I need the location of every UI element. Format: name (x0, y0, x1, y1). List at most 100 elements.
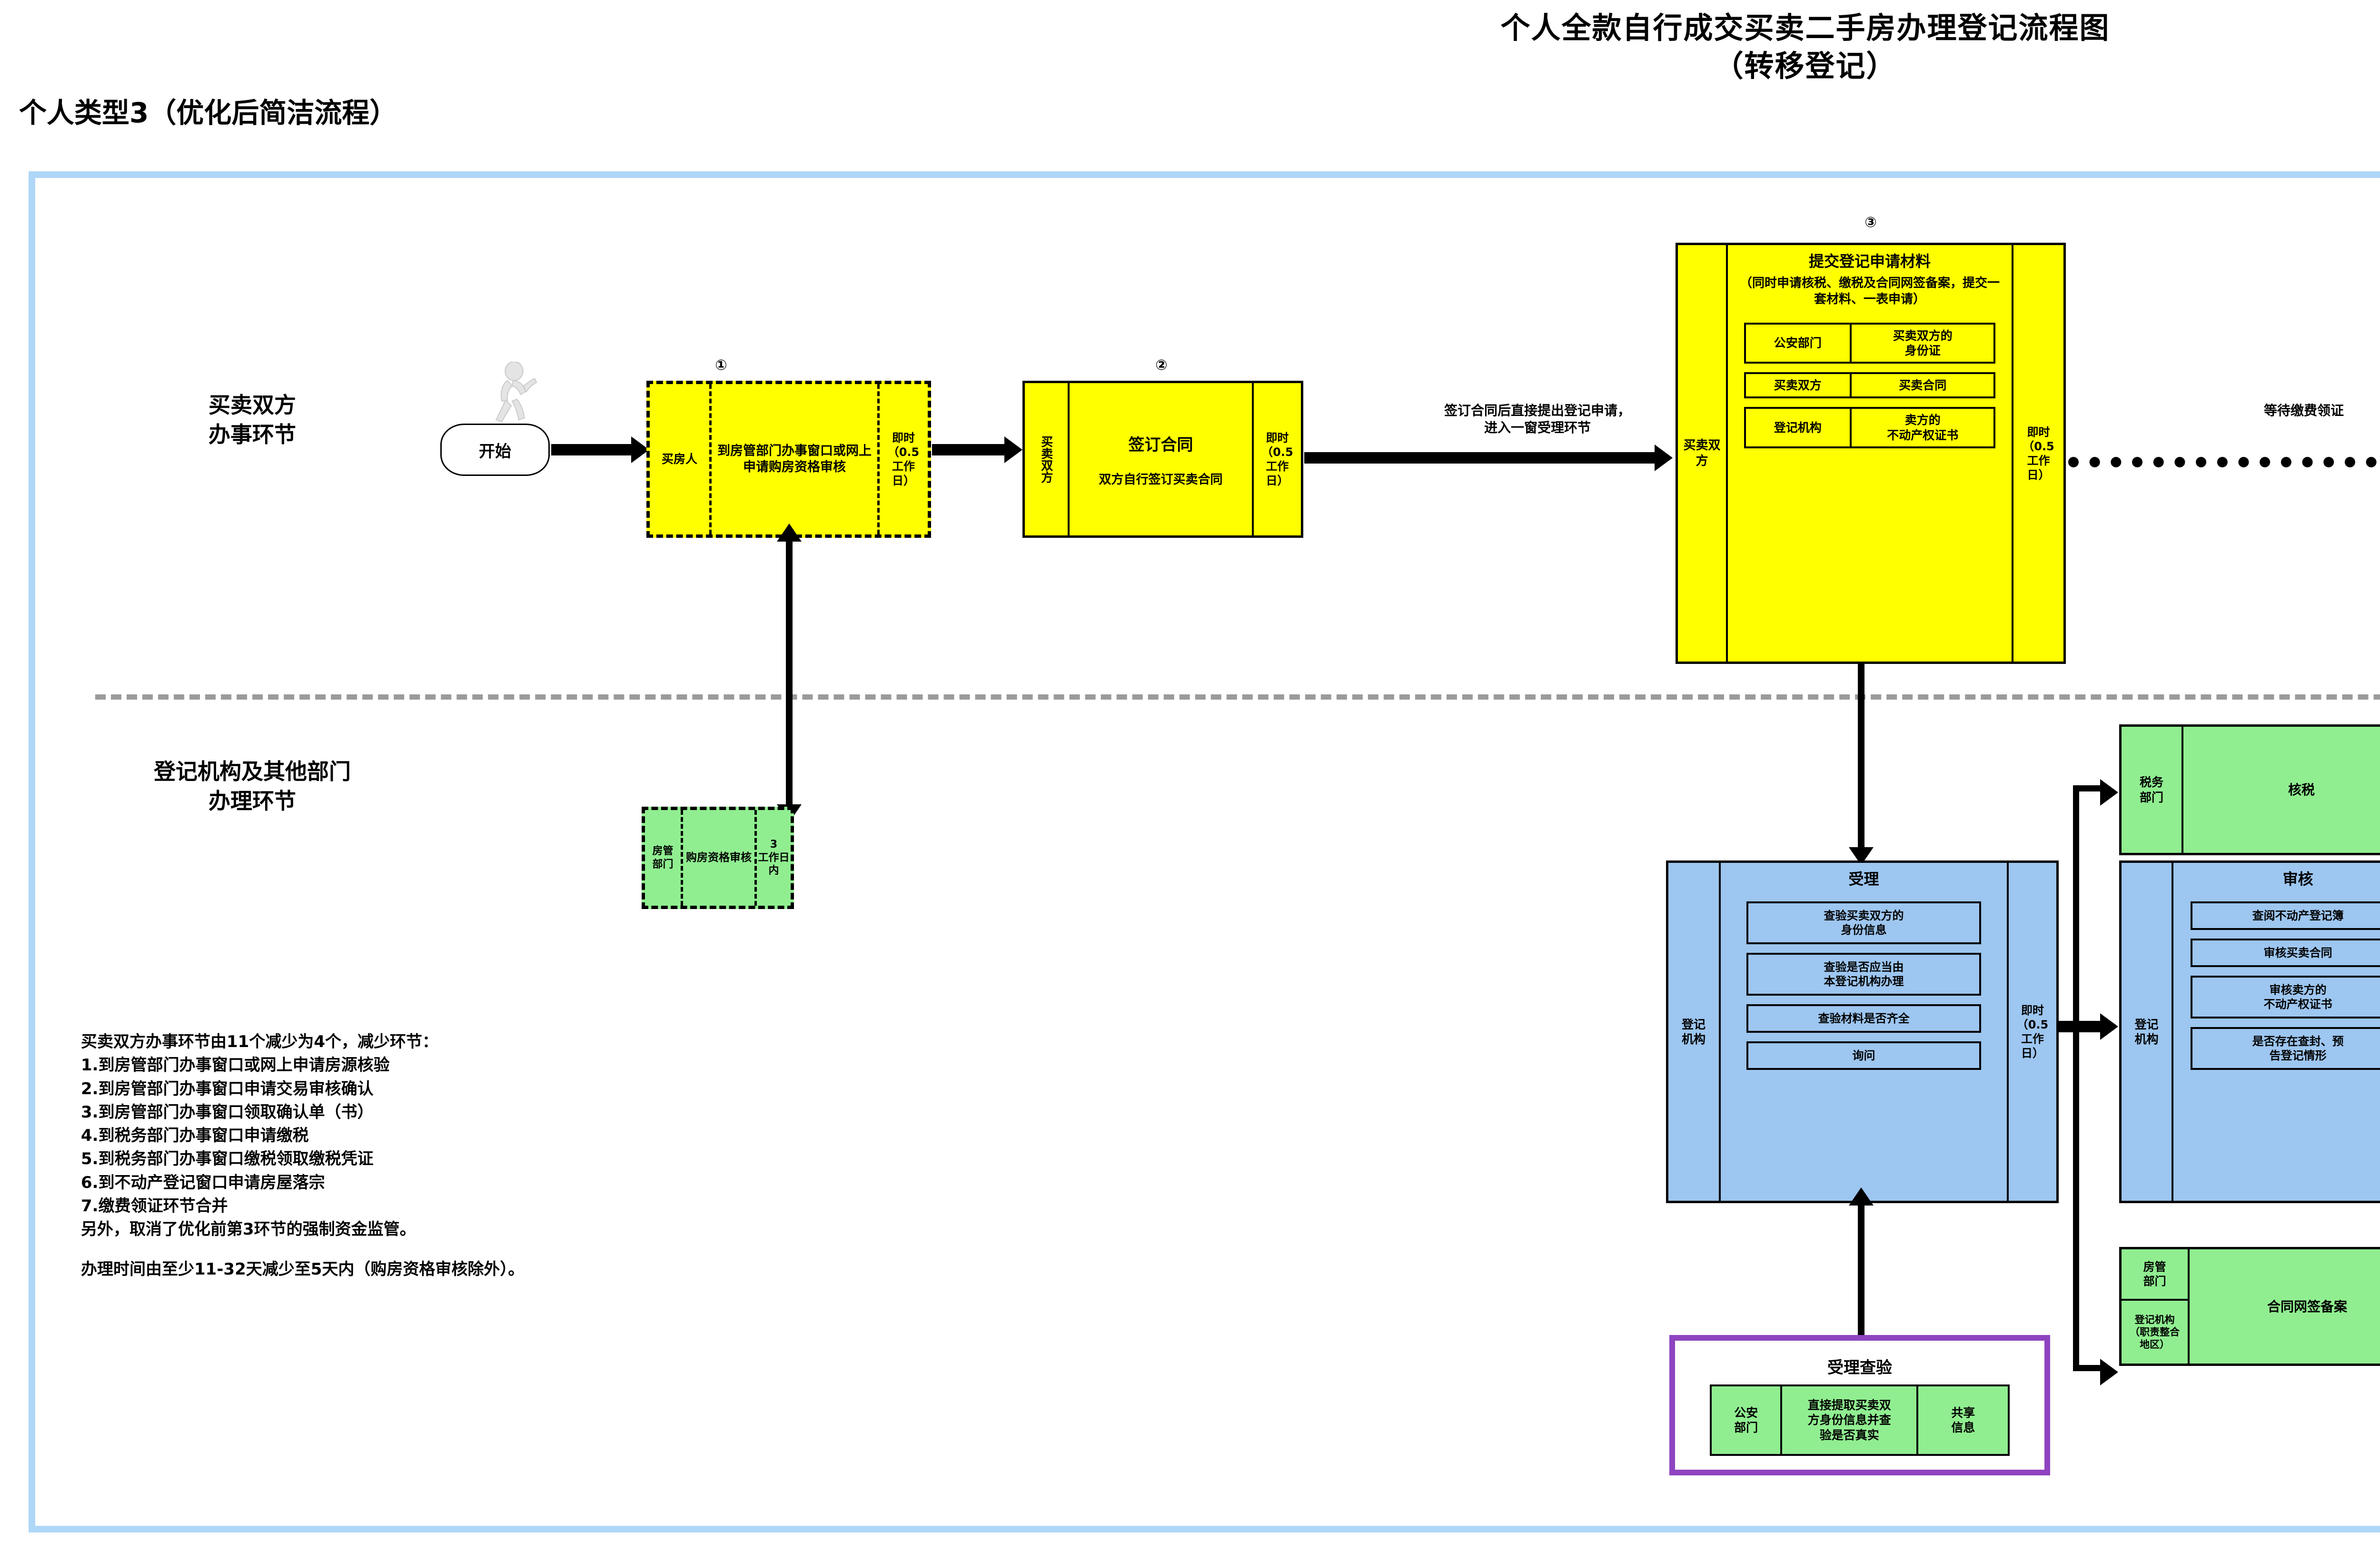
qualification-dept: 房管 部门 (645, 810, 683, 906)
verify-box: 受理查验 公安 部门 直接提取买卖双 方身份信息并查 验是否真实 共享 信息 (1669, 1335, 2050, 1475)
step-2-number: ② (1155, 357, 1168, 374)
step-3-material-row-2: 买卖双方 买卖合同 (1744, 372, 1996, 399)
accept-box: 登记 机构 受理 查验买卖双方的 身份信息 查验是否应当由 本登记机构办理 查验… (1666, 860, 2059, 1203)
step-1-number: ① (715, 357, 727, 374)
accept-item-2: 查验是否应当由 本登记机构办理 (1746, 953, 1982, 996)
lane-label-agencies-l2: 办理环节 (208, 788, 296, 814)
arrow-step3-to-step4-label: 等待缴费领证 (2263, 403, 2344, 418)
note-line-5: 5.到税务部门办事窗口缴税领取缴税凭证 (81, 1149, 374, 1169)
step-3-head: 提交登记申请材料 (1808, 252, 1931, 270)
arrow-step2-to-step3-label: 签订合同后直接提出登记申请， 进入一窗受理环节 (1444, 403, 1631, 436)
step-3-material-dept-1: 公安部门 (1746, 324, 1852, 362)
arrow-step1-qualification-line (786, 540, 793, 807)
lane-label-parties: 买卖双方 办事环节 (71, 390, 433, 449)
arrow-accept-verify-line (1858, 1204, 1864, 1347)
step-1-actor: 买房人 (650, 384, 712, 534)
qualification-box: 房管 部门 购房资格审核 3 工作日 内 (642, 807, 794, 909)
page-subtitle: 个人类型3（优化后简洁流程） (19, 97, 397, 129)
note-line-6: 6.到不动产登记窗口申请房屋落宗 (81, 1173, 325, 1192)
note-line-1: 1.到房管部门办事窗口或网上申请房源核验 (81, 1056, 390, 1075)
filing-dept-stack: 房管 部门 登记机构 （职责整合 地区） (2122, 1249, 2190, 1364)
verify-head: 受理查验 (1827, 1358, 1892, 1377)
step-3-box: 买卖双方 提交登记申请材料 （同时申请核税、缴税及合同网签备案，提交一套材料、一… (1676, 243, 2066, 664)
qualification-time: 3 工作日 内 (754, 810, 791, 906)
step-3-material-dept-3: 登记机构 (1746, 409, 1852, 446)
arrow-start-to-step1 (551, 444, 632, 455)
verify-row: 公安 部门 直接提取买卖双 方身份信息并查 验是否真实 共享 信息 (1710, 1384, 2010, 1456)
review-box: 登记 机构 审核 查阅不动产登记簿 审核买卖合同 审核卖方的 不动产权证书 是否… (2119, 860, 2380, 1203)
arrow-accept-to-filing-head (2100, 1359, 2118, 1385)
step-2-time: 即时 （0.5 工作 日） (1261, 431, 1293, 487)
arrow-accept-to-tax-head (2100, 779, 2118, 806)
lane-label-parties-l1: 买卖双方 (208, 392, 296, 418)
filing-dept-1: 房管 部门 (2122, 1249, 2188, 1301)
note-line-0: 买卖双方办事环节由11个减少为4个，减少环节： (81, 1032, 438, 1051)
arrow-step1-qualification-head-up (777, 524, 802, 542)
filing-content: 合同网签备案 (2190, 1249, 2380, 1364)
arrow-accept-to-review (2059, 1021, 2102, 1032)
review-item-2: 审核买卖合同 (2190, 939, 2380, 967)
step-3-material-item-2: 买卖合同 (1899, 378, 1947, 393)
step-3-content: 提交登记申请材料 （同时申请核税、缴税及合同网签备案，提交一套材料、一表申请） … (1728, 245, 2013, 662)
arrow-step2-to-step3-head (1655, 445, 1673, 471)
step-2-sub: 双方自行签订买卖合同 (1099, 473, 1223, 487)
verify-share: 共享 信息 (1951, 1405, 1975, 1434)
step-3-sub: （同时申请核税、缴税及合同网签备案，提交一套材料、一表申请） (1739, 276, 2000, 306)
review-item-4: 是否存在查封、预 告登记情形 (2190, 1027, 2380, 1070)
step-1-box: 买房人 到房管部门办事窗口或网上申请购房资格审核 即时 （0.5 工作 日） (646, 381, 931, 538)
note-line-7: 7.缴费领证环节合并 (81, 1196, 228, 1216)
review-content: 审核 查阅不动产登记簿 审核买卖合同 审核卖方的 不动产权证书 是否存在查封、预… (2173, 863, 2380, 1201)
runner-person-icon (495, 362, 537, 423)
accept-content: 受理 查验买卖双方的 身份信息 查验是否应当由 本登记机构办理 查验材料是否齐全… (1721, 863, 2009, 1201)
lane-label-agencies-l1: 登记机构及其他部门 (154, 759, 351, 784)
arrow-accept-to-review-head (2100, 1013, 2118, 1040)
step-2-content: 签订合同 双方自行签订买卖合同 (1070, 383, 1254, 535)
step-3-time: 即时 （0.5 工作 日） (2023, 425, 2054, 482)
page-title-line2: （转移登记） (1714, 49, 1897, 83)
lane-divider (95, 694, 2380, 700)
lane-label-agencies: 登记机构及其他部门 办理环节 (57, 757, 447, 816)
note-line-8: 另外，取消了优化前第3环节的强制资金监管。 (81, 1220, 416, 1239)
accept-time: 即时 （0.5 工作 日） (2016, 1004, 2049, 1060)
tax-dept: 税务 部门 (2122, 727, 2183, 853)
arrow-accept-to-filing-horizontal (2073, 1365, 2102, 1371)
review-dept: 登记 机构 (2122, 863, 2174, 1201)
step-3-material-item-3: 卖方的 不动产权证书 (1887, 413, 1959, 442)
arrow-accept-to-tax-horizontal (2073, 785, 2102, 791)
step-3-number: ③ (1864, 214, 1877, 231)
review-item-1: 查阅不动产登记簿 (2190, 901, 2380, 930)
note-line-4: 4.到税务部门办事窗口申请缴税 (81, 1126, 309, 1146)
start-terminal: 开始 (440, 424, 550, 476)
note-gap (81, 1242, 890, 1258)
accept-item-4: 询问 (1746, 1041, 1982, 1070)
arrow-step1-to-step2-head (1004, 436, 1022, 463)
step-2-actor: 买卖双方 (1025, 383, 1070, 535)
note-line-9: 办理时间由至少11-32天减少至5天内（购房资格审核除外）。 (81, 1259, 525, 1279)
arrow-step3-to-step4-dotted (2068, 457, 2380, 467)
accept-dept: 登记 机构 (1668, 863, 1721, 1201)
arrow-step3-to-accept-line (1858, 664, 1864, 850)
notes-block: 买卖双方办事环节由11个减少为4个，减少环节： 1.到房管部门办事窗口或网上申请… (81, 1030, 890, 1281)
step-1-time: 即时 （0.5 工作 日） (877, 384, 927, 534)
step-3-material-item-1: 买卖双方的 身份证 (1893, 328, 1953, 357)
accept-item-3: 查验材料是否齐全 (1746, 1004, 1982, 1033)
start-label: 开始 (479, 442, 511, 461)
arrow-step2-to-step3 (1304, 452, 1656, 464)
filing-dept-2: 登记机构 （职责整合 地区） (2130, 1314, 2180, 1351)
note-line-2: 2.到房管部门办事窗口申请交易审核确认 (81, 1079, 374, 1098)
review-head: 审核 (2282, 870, 2313, 888)
arrow-accept-verify-head-up (1849, 1187, 1874, 1206)
verify-content: 直接提取买卖双 方身份信息并查 验是否真实 (1782, 1386, 1919, 1454)
step-2-box: 买卖双方 签订合同 双方自行签订买卖合同 即时 （0.5 工作 日） (1022, 381, 1303, 538)
page-title-line1: 个人全款自行成交买卖二手房办理登记流程图 (1500, 10, 2110, 45)
tax-content: 核税 (2183, 727, 2380, 853)
step-2-head: 签订合同 (1128, 435, 1193, 455)
arrow-start-to-step1-head (631, 436, 649, 463)
lane-label-parties-l2: 办事环节 (208, 422, 296, 448)
arrow-step1-to-step2 (932, 444, 1006, 455)
verify-dept: 公安 部门 (1712, 1386, 1783, 1454)
step-3-material-row-3: 登记机构 卖方的 不动产权证书 (1744, 407, 1996, 448)
step-1-content: 到房管部门办事窗口或网上申请购房资格审核 (717, 444, 872, 475)
review-item-3: 审核卖方的 不动产权证书 (2190, 976, 2380, 1018)
